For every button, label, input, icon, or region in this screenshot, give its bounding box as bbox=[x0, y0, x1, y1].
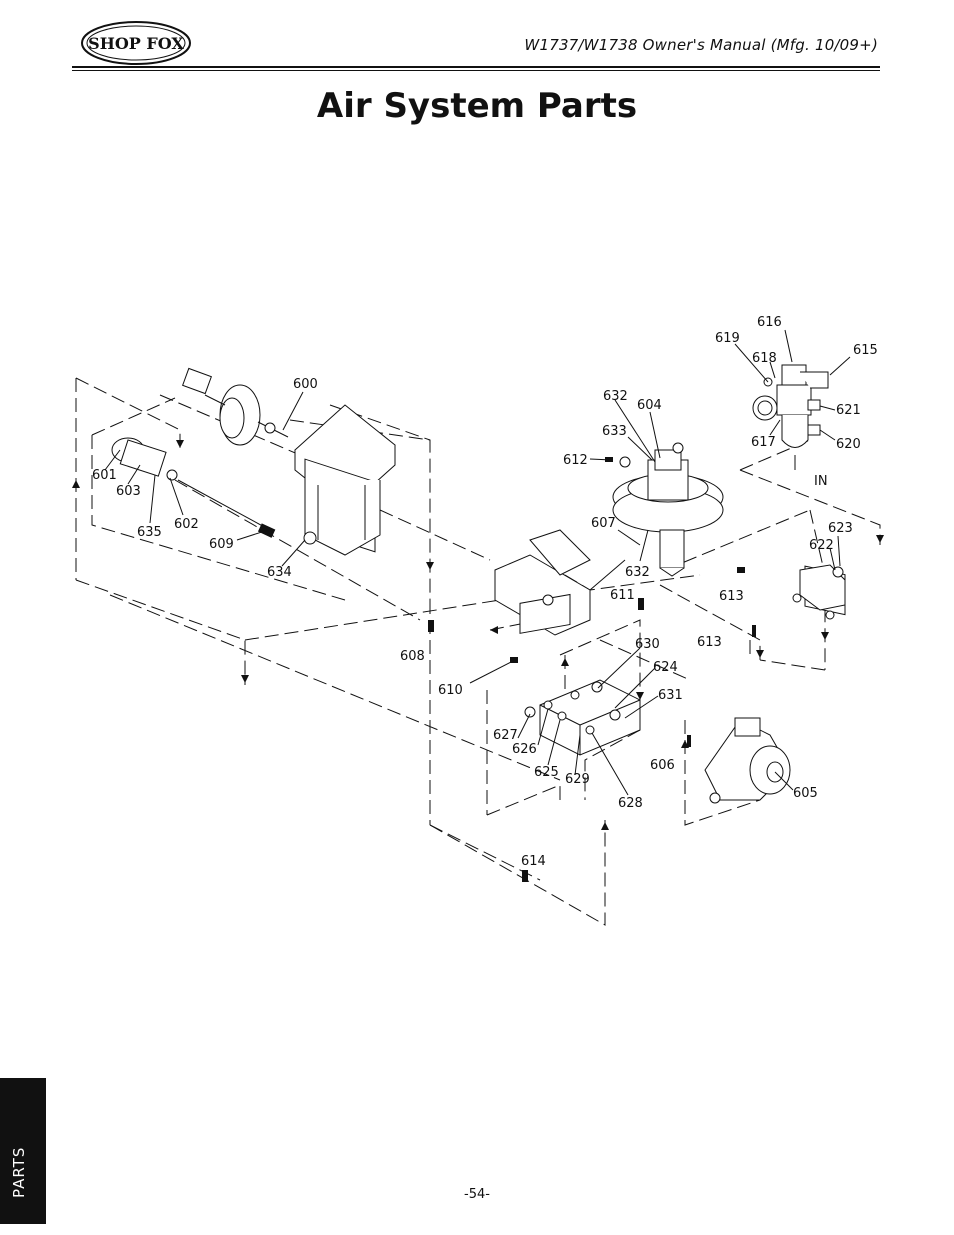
logo-text: SHOP FOX bbox=[88, 34, 184, 53]
callout-604: 604 bbox=[637, 398, 662, 413]
callout-616: 616 bbox=[757, 315, 782, 330]
callout-601: 601 bbox=[92, 468, 117, 483]
callout-628: 628 bbox=[618, 796, 643, 811]
callout-603: 603 bbox=[116, 484, 141, 499]
callout-630: 630 bbox=[635, 637, 660, 652]
callout-634: 634 bbox=[267, 565, 292, 580]
header-rule-thin bbox=[72, 70, 880, 71]
callout-in: IN bbox=[814, 474, 828, 489]
callout-633: 633 bbox=[602, 424, 627, 439]
air-motor-605 bbox=[704, 717, 791, 804]
callout-613a: 613 bbox=[719, 589, 744, 604]
callout-606: 606 bbox=[650, 758, 675, 773]
callout-617: 617 bbox=[751, 435, 776, 450]
callout-625: 625 bbox=[534, 765, 559, 780]
callout-612: 612 bbox=[563, 453, 588, 468]
callout-624: 624 bbox=[653, 660, 678, 675]
foot-valve-604 bbox=[612, 442, 724, 577]
foot-pedal bbox=[494, 529, 591, 636]
shop-fox-logo: SHOP FOX bbox=[81, 21, 191, 65]
air-cylinder-600 bbox=[182, 367, 396, 556]
filter-regulator bbox=[752, 364, 829, 470]
callout-631: 631 bbox=[658, 688, 683, 703]
callout-626: 626 bbox=[512, 742, 537, 757]
manifold-block bbox=[524, 679, 641, 756]
callout-623: 623 bbox=[828, 521, 853, 536]
header-rule bbox=[72, 66, 880, 68]
exhaust-valve-601 bbox=[111, 437, 276, 538]
callout-610: 610 bbox=[438, 683, 463, 698]
callout-611: 611 bbox=[610, 588, 635, 603]
side-tab: PARTS bbox=[0, 1078, 46, 1224]
callout-622: 622 bbox=[809, 538, 834, 553]
manual-title: W1737/W1738 Owner's Manual (Mfg. 10/09+) bbox=[524, 36, 878, 54]
solenoid-valve-622 bbox=[792, 564, 846, 620]
callout-632a: 632 bbox=[603, 389, 628, 404]
page-title: Air System Parts bbox=[316, 86, 638, 126]
callout-605: 605 bbox=[793, 786, 818, 801]
callout-619: 619 bbox=[715, 331, 740, 346]
callout-607: 607 bbox=[591, 516, 616, 531]
callout-614: 614 bbox=[521, 854, 546, 869]
callout-621: 621 bbox=[836, 403, 861, 418]
callout-632b: 632 bbox=[625, 565, 650, 580]
callout-620: 620 bbox=[836, 437, 861, 452]
callout-635: 635 bbox=[137, 525, 162, 540]
callout-627: 627 bbox=[493, 728, 518, 743]
callout-602: 602 bbox=[174, 517, 199, 532]
callout-609: 609 bbox=[209, 537, 234, 552]
callout-613b: 613 bbox=[697, 635, 722, 650]
callout-600: 600 bbox=[293, 377, 318, 392]
page-number: -54- bbox=[464, 1187, 490, 1202]
callout-629: 629 bbox=[565, 772, 590, 787]
callout-615: 615 bbox=[853, 343, 878, 358]
callout-608: 608 bbox=[400, 649, 425, 664]
callout-618: 618 bbox=[752, 351, 777, 366]
